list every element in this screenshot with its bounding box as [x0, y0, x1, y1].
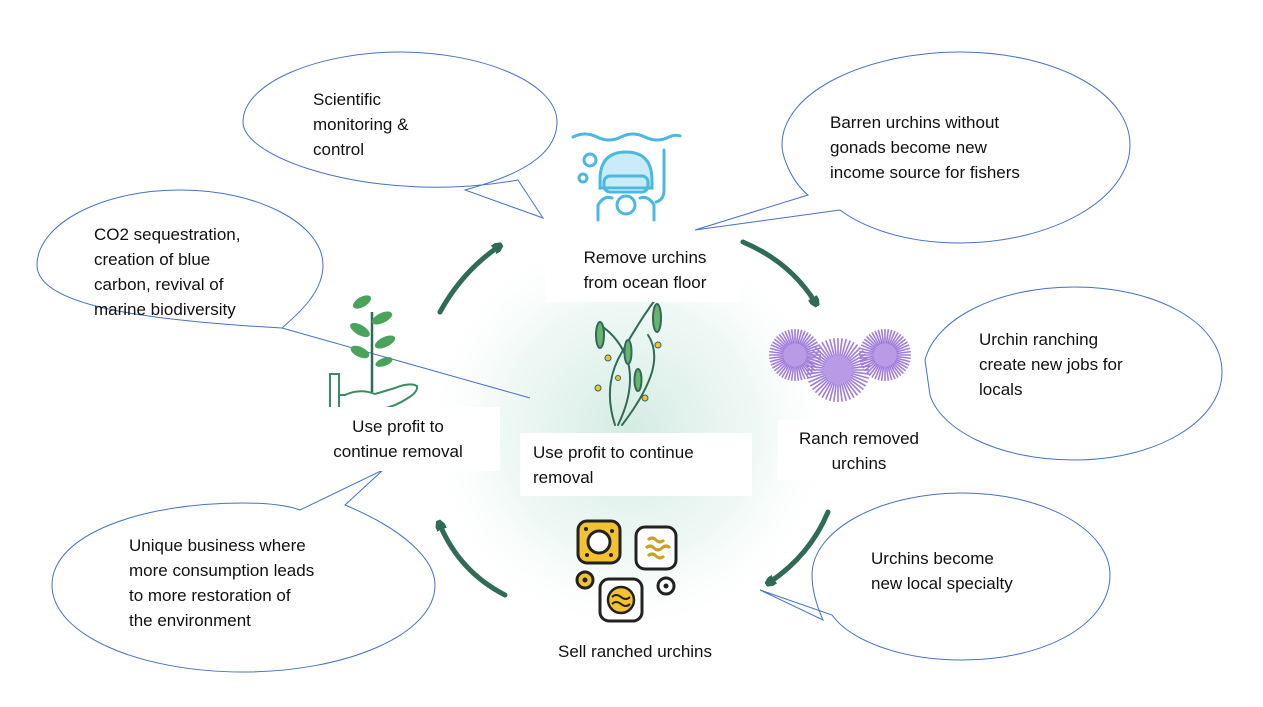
profit-left-box	[298, 407, 500, 471]
remove-step-box	[545, 240, 740, 302]
seaweed-icon	[594, 299, 662, 426]
bubble-specialty	[759, 492, 1111, 661]
diver-icon	[571, 132, 682, 222]
urchin-food-icon	[575, 519, 678, 623]
bubble-ranching-jobs-text: Urchin ranching create new jobs for loca…	[979, 330, 1123, 399]
arrow-to-profit	[440, 525, 508, 598]
step-ranch-label: Ranch removed urchins	[798, 429, 919, 473]
urchin-2	[859, 329, 911, 381]
bubble-barren-text: Barren urchins without gonads become new…	[830, 113, 1020, 182]
arrow-to-remove	[437, 247, 498, 315]
bubble-business	[51, 469, 436, 673]
ranch-step-box	[778, 420, 938, 480]
step-profit-center-label: Use profit to continue removal	[533, 443, 694, 487]
step-profit-left-label: Use profit to continue removal	[333, 417, 463, 461]
bubble-monitoring-text: Scientific monitoring & control	[313, 90, 409, 159]
bubble-ranching-jobs	[924, 286, 1223, 461]
bubble-business-text: Unique business where more consumption l…	[129, 536, 315, 630]
arrow-to-sell	[770, 509, 831, 582]
urchin-3	[806, 338, 870, 402]
bubble-barren	[694, 51, 1131, 244]
urchins-icon	[769, 329, 911, 402]
bubble-co2-text: CO2 sequestration, creation of blue carb…	[94, 225, 241, 319]
step-sell-label: Sell ranched urchins	[557, 642, 713, 661]
profit-center-box	[520, 433, 752, 496]
bubble-co2	[36, 189, 531, 399]
bubble-monitoring	[242, 51, 558, 219]
center-glow	[420, 220, 840, 640]
arrow-to-ranch	[740, 239, 815, 302]
urchin-1	[769, 329, 821, 381]
step-remove-label: Remove urchins from ocean floor	[583, 248, 707, 292]
bubble-specialty-text: Urchins become new local specialty	[871, 549, 1013, 593]
plant-hand-icon	[329, 295, 419, 412]
